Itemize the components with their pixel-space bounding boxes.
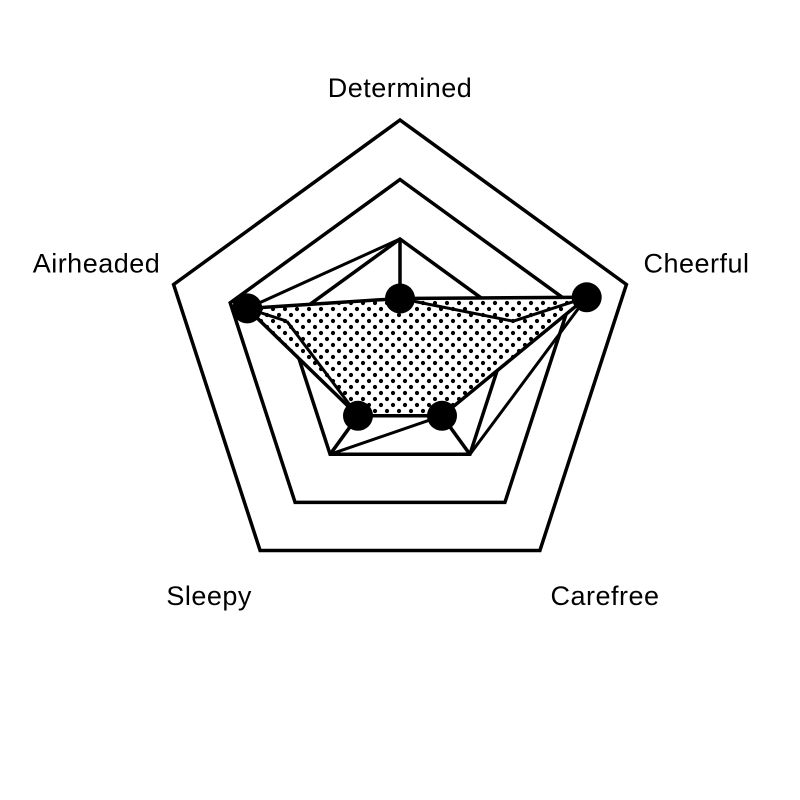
axis-label-airheaded: Airheaded — [33, 249, 161, 279]
data-point-sleepy — [343, 400, 373, 431]
data-point-cheerful — [571, 282, 602, 313]
series-grid-overlap-line — [246, 237, 401, 310]
series-grid-overlap-line — [329, 414, 443, 456]
grid-ring-2 — [228, 177, 572, 505]
series-fill — [247, 297, 587, 416]
data-point-carefree — [427, 400, 457, 431]
axis-label-carefree: Carefree — [551, 581, 660, 611]
axis-label-cheerful: Cheerful — [644, 249, 750, 279]
series-grid-overlap-line — [399, 297, 514, 323]
series-grid-overlap-line — [285, 320, 360, 417]
radar-series — [232, 237, 602, 456]
series-grid-overlap-line — [468, 296, 588, 456]
grid-ring-3 — [171, 117, 629, 553]
axis-label-sleepy: Sleepy — [166, 581, 252, 611]
series-outline — [245, 295, 589, 418]
axis-label-determined: Determined — [328, 73, 473, 103]
data-point-determined — [385, 283, 415, 314]
data-point-airheaded — [232, 293, 263, 324]
